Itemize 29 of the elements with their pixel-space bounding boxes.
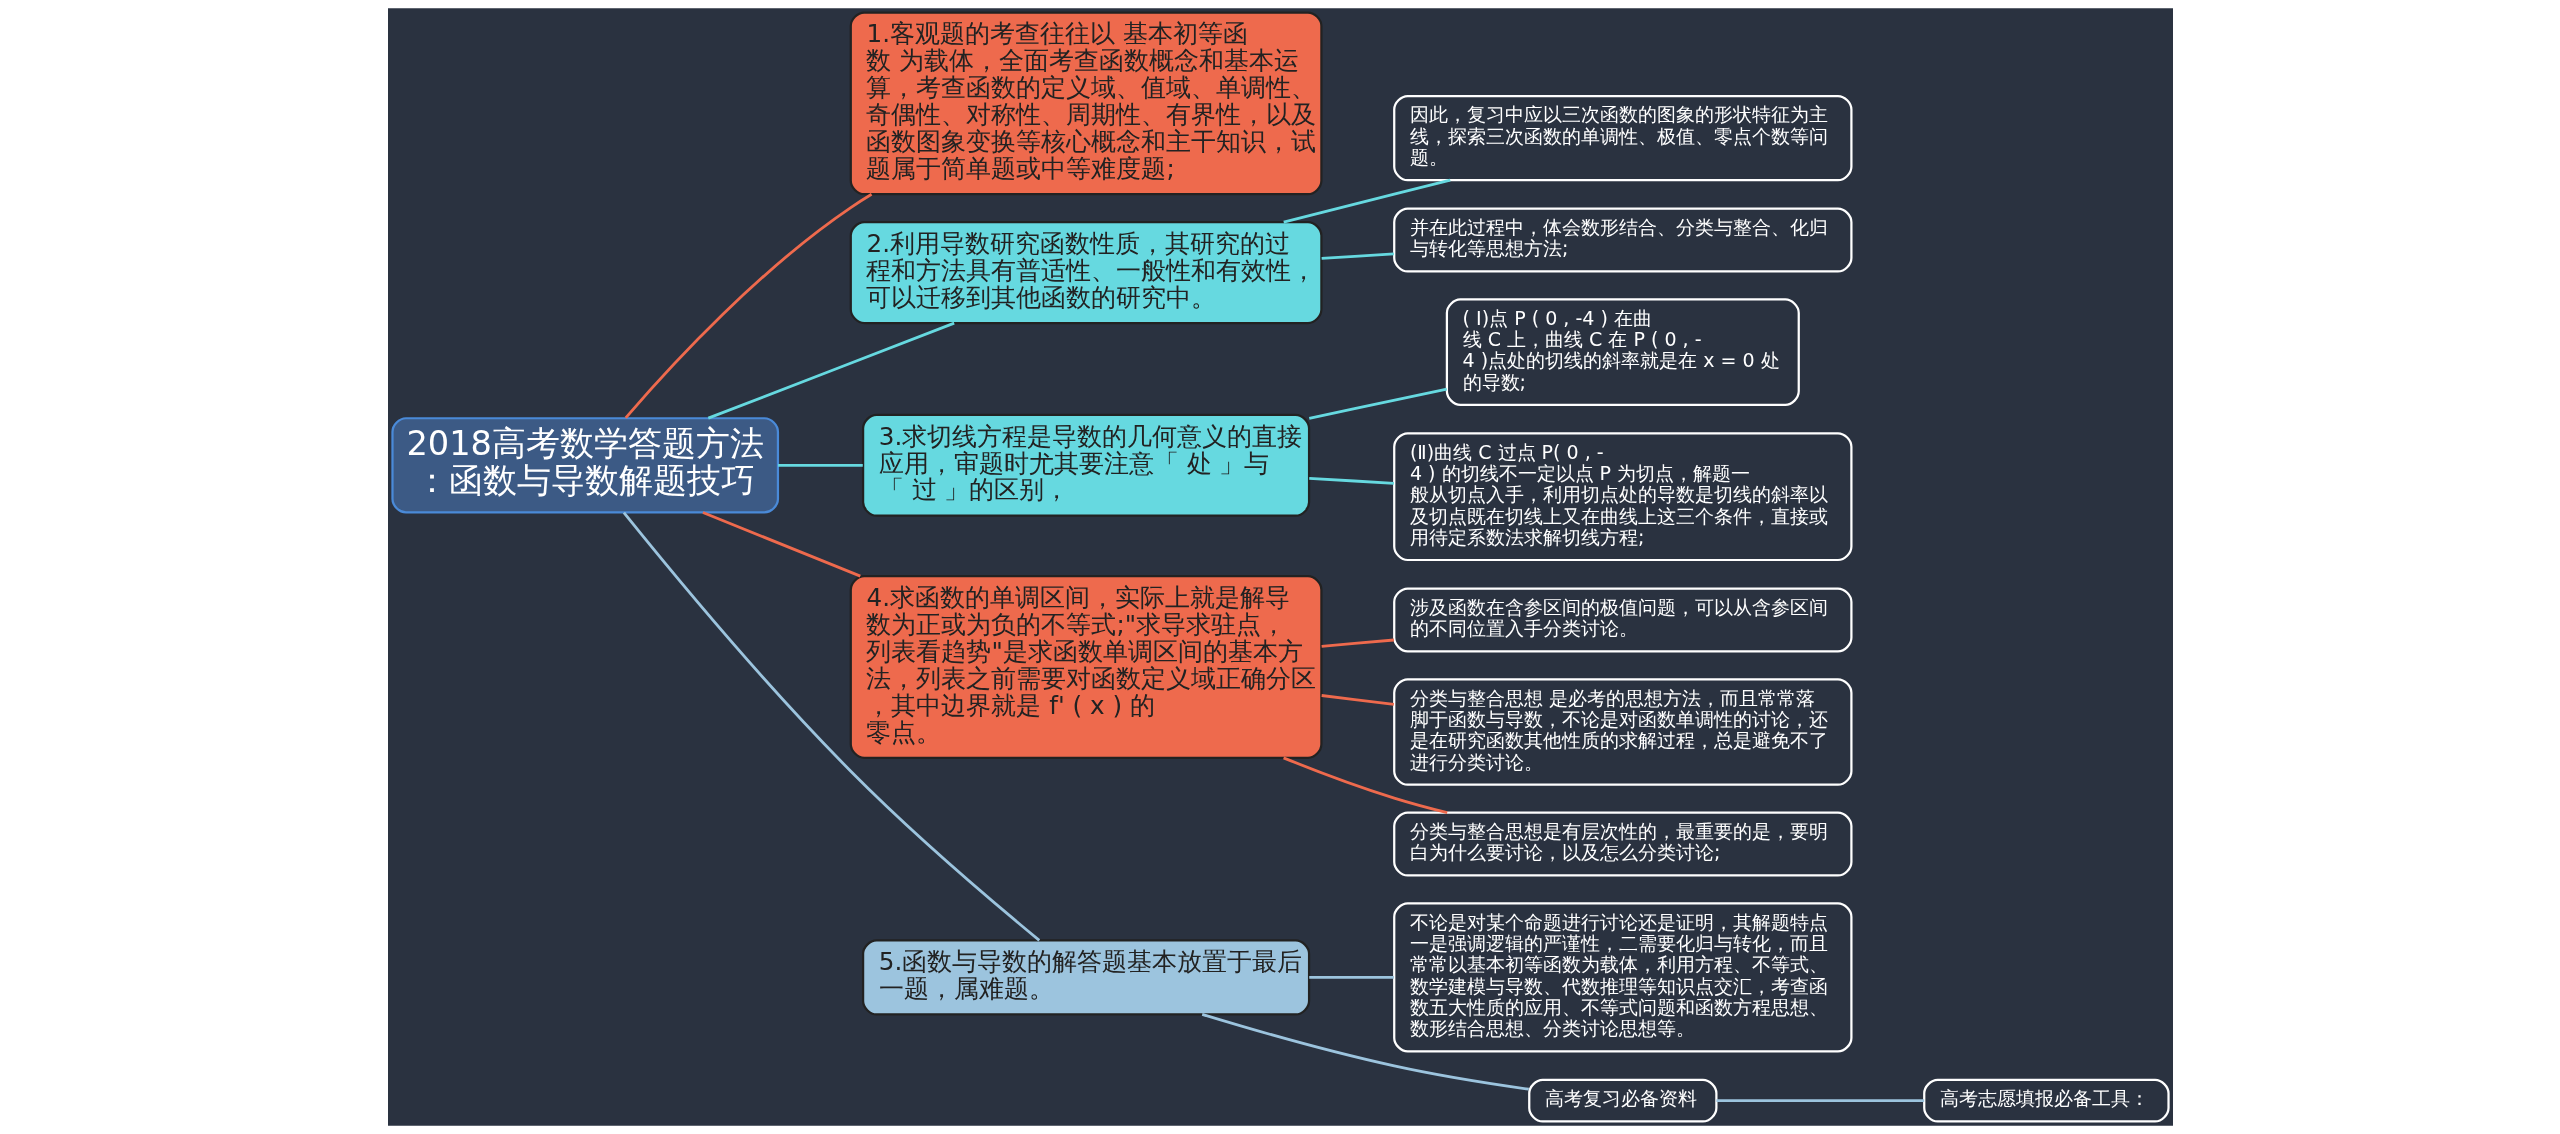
connector <box>1321 252 1394 260</box>
node-box: 2018高考数学答题方法：函数与导数解题技巧 <box>390 417 779 514</box>
node-box: 2.利用导数研究函数性质，其研究的过程和方法具有普适性、一般性和有效性，可以迁移到其他函数的研究中。 <box>849 221 1322 325</box>
node-box: (Ⅱ)曲线 C 过点 P( 0 , -4 ) 的切线不一定以点 P 为切点，解题一般从切点入手，利用切点处的导数是切线的斜率以及切点既在切线上又在曲线上这三个条件，直接或用待定系数法求解切线方程; <box>1392 432 1853 562</box>
connector <box>701 511 861 578</box>
connector <box>1321 694 1394 706</box>
connector <box>1308 476 1394 485</box>
connector <box>1715 1099 1924 1103</box>
connector <box>1308 976 1394 979</box>
node-box: 因此，复习中应以三次函数的图象的形状特征为主线，探索三次函数的单调性、极值、零点个数等问题。 <box>1392 94 1853 182</box>
node-box: 4.求函数的单调区间，实际上就是解导数为正或为负的不等式;"求导求驻点，列表看趋势"是求函数单调区间的基本方法，列表之前需要对函数定义域正确分区，其中边界就是 f' ( x ) 的零点。 <box>849 575 1322 759</box>
connector <box>624 193 872 419</box>
connector <box>1201 1013 1529 1091</box>
node-box: 不论是对某个命题进行讨论还是证明，其解题特点一是强调逻辑的严谨性，二需要化归与转化，而且常常以基本初等函数为载体，利用方程、不等式、数学建模与导数、代数推理等知识点交汇，考查函数五大性质的应用、不等式问题和函数方程思想、数形结合思想、分类讨论思想等。 <box>1392 902 1853 1053</box>
node-box: 3.求切线方程是导数的几何意义的直接应用，审题时尤其要注意「 处 」与「 过 」的区别， <box>861 413 1310 517</box>
node-box: 1.客观题的考查往往以 基本初等函数 为载体，全面考查函数概念和基本运算，考查函数的定义域、值域、单调性、奇偶性、对称性、周期性、有界性，以及函数图象变换等核心概念和主干知识，试题属于简单题或中等难度题; <box>849 11 1322 196</box>
node-box: 高考志愿填报必备工具： <box>1922 1078 2170 1123</box>
connector <box>1321 638 1394 648</box>
node-box: 涉及函数在含参区间的极值问题，可以从含参区间的不同位置入手分类讨论。 <box>1392 587 1853 653</box>
node-box: 分类与整合思想是有层次性的，最重要的是，要明白为什么要讨论，以及怎么分类讨论; <box>1392 811 1853 877</box>
node-box: ( Ⅰ)点 P ( 0 , -4 ) 在曲线 C 上，曲线 C 在 P ( 0 , -4 )点处的切线的斜率就是在 x = 0 处的导数; <box>1445 298 1800 406</box>
connector <box>707 321 955 420</box>
node-box: 并在此过程中，体会数形结合、分类与整合、化归与转化等思想方法; <box>1392 207 1853 273</box>
node-box: 5.函数与导数的解答题基本放置于最后一题，属难题。 <box>861 939 1310 1016</box>
connector <box>777 463 863 467</box>
connector <box>1308 387 1447 420</box>
node-box: 高考复习必备资料 <box>1527 1078 1717 1123</box>
node-box: 分类与整合思想 是必考的思想方法，而且常常落脚于函数与导数，不论是对函数单调性的讨论，还是在研究函数其他性质的求解过程，总是避免不了进行分类讨论。 <box>1392 678 1853 786</box>
connector <box>622 511 1040 942</box>
